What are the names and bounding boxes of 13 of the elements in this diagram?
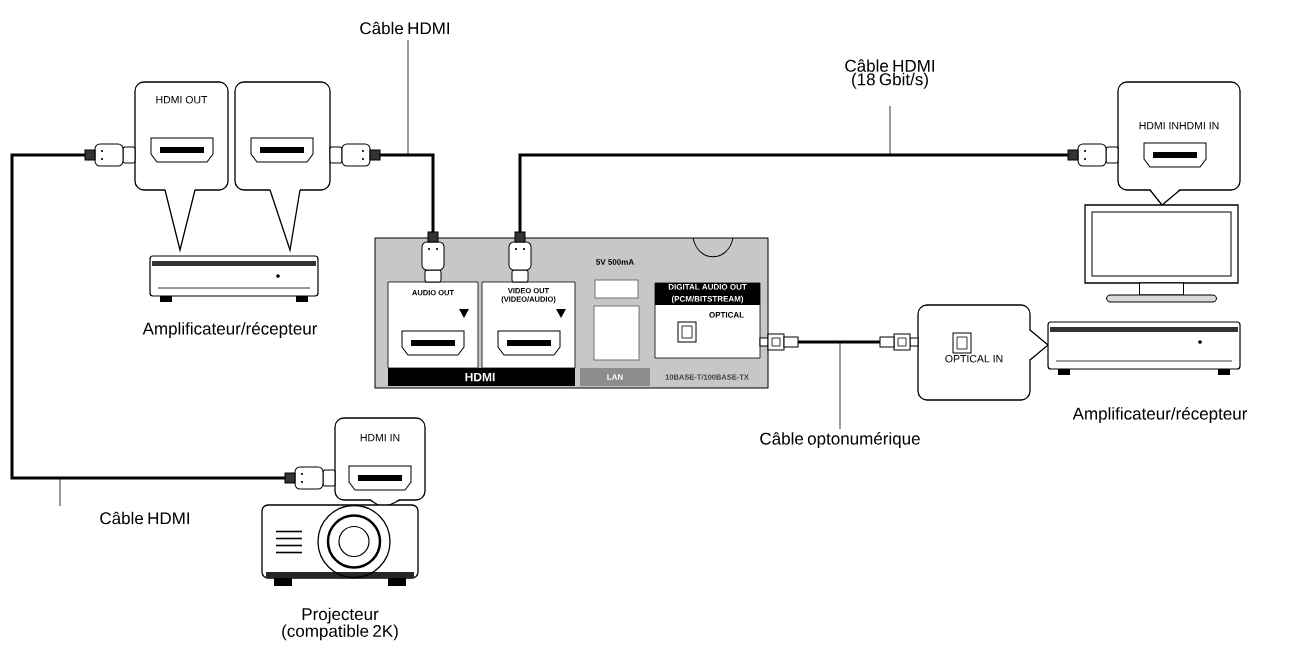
hdmi-band: HDMI [388,368,575,386]
edge-label: Câble HDMI [360,21,449,35]
port-panel: DIGITAL AUDIO OUT (PCM/BITSTREAM) OPTICAL [654,282,761,359]
callout-bubble: OPTICAL IN [917,304,1050,401]
television-drawing [1084,204,1239,303]
lan-band: LAN [580,368,650,386]
port-label: 5V 500mA [596,259,634,265]
edge-label: Câble HDMI (18 Gbit/s) [845,59,934,89]
edge-label: Câble HDMI [100,511,189,525]
device-label: Projecteur (compatible 2K) [282,607,398,641]
device-label: Amplificateur/récepteur [142,322,318,339]
device-label: Amplificateur/récepteur [1072,407,1248,424]
edge-label: Câble optonumérique [760,432,920,449]
